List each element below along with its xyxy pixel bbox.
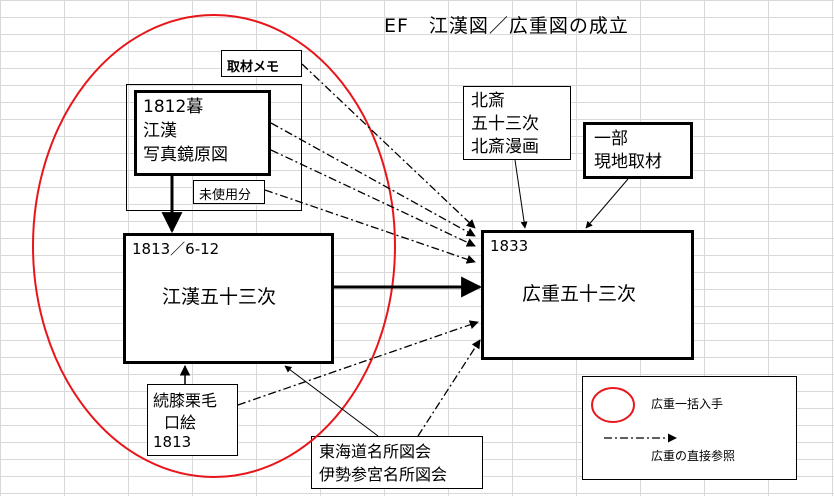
ref-meisho-to-hiroshige xyxy=(417,339,481,437)
diagram-title: EF 江漢図／広重図の成立 xyxy=(384,15,629,37)
shashin-artist: 江漢 xyxy=(143,121,177,141)
hiroshige-year: 1833 xyxy=(490,237,529,255)
arrow-field-to-hiroshige xyxy=(585,178,629,229)
hiroshige-name: 広重五十三次 xyxy=(522,283,637,305)
meisho-line-1: 東海道名所図会 xyxy=(319,442,432,461)
hizakurige-title: 続膝栗毛 xyxy=(153,391,218,410)
legend-box: 広重一括入手 広重の直接参照 xyxy=(582,376,797,480)
hizakurige-year: 1813 xyxy=(153,433,192,451)
hizakurige-sub: 口絵 xyxy=(164,413,197,432)
ref-memo-to-hiroshige xyxy=(301,63,476,229)
field-box: 一部 現地取材 xyxy=(583,122,693,179)
meisho-box: 東海道名所図会 伊勢参宮名所図会 xyxy=(311,436,483,489)
legend-circle-label: 広重一括入手 xyxy=(651,397,724,411)
hiroshige-box: 1833 広重五十三次 xyxy=(481,230,694,360)
legend-arrow-label: 広重の直接参照 xyxy=(651,449,736,463)
kokan-name: 江漢五十三次 xyxy=(162,286,277,308)
field-line-2: 現地取材 xyxy=(594,152,662,172)
unused-text: 未使用分 xyxy=(199,188,252,203)
kokan-year: 1813／6-12 xyxy=(132,240,220,258)
memo-text: 取材メモ xyxy=(227,60,280,75)
hokusai-line-1: 北斎 xyxy=(471,91,505,111)
hokusai-line-2: 五十三次 xyxy=(471,114,539,134)
field-line-1: 一部 xyxy=(594,129,628,149)
memo-box: 取材メモ xyxy=(221,50,302,77)
shashin-box: 1812暮 江漢 写真鏡原図 xyxy=(134,90,271,176)
arrow-meisho-to-kokan xyxy=(284,365,379,437)
shashin-year: 1812暮 xyxy=(143,97,204,117)
kokan-box: 1813／6-12 江漢五十三次 xyxy=(123,233,334,364)
hokusai-line-3: 北斎漫画 xyxy=(471,137,539,157)
unused-label: 未使用分 xyxy=(193,180,265,204)
hokusai-box: 北斎 五十三次 北斎漫画 xyxy=(463,86,571,160)
hizakurige-box: 続膝栗毛 口絵 1813 xyxy=(147,384,238,456)
arrow-hokusai-to-hiroshige xyxy=(514,159,528,229)
shashin-title: 写真鏡原図 xyxy=(143,145,228,165)
meisho-line-2: 伊勢参宮名所図会 xyxy=(319,465,448,484)
